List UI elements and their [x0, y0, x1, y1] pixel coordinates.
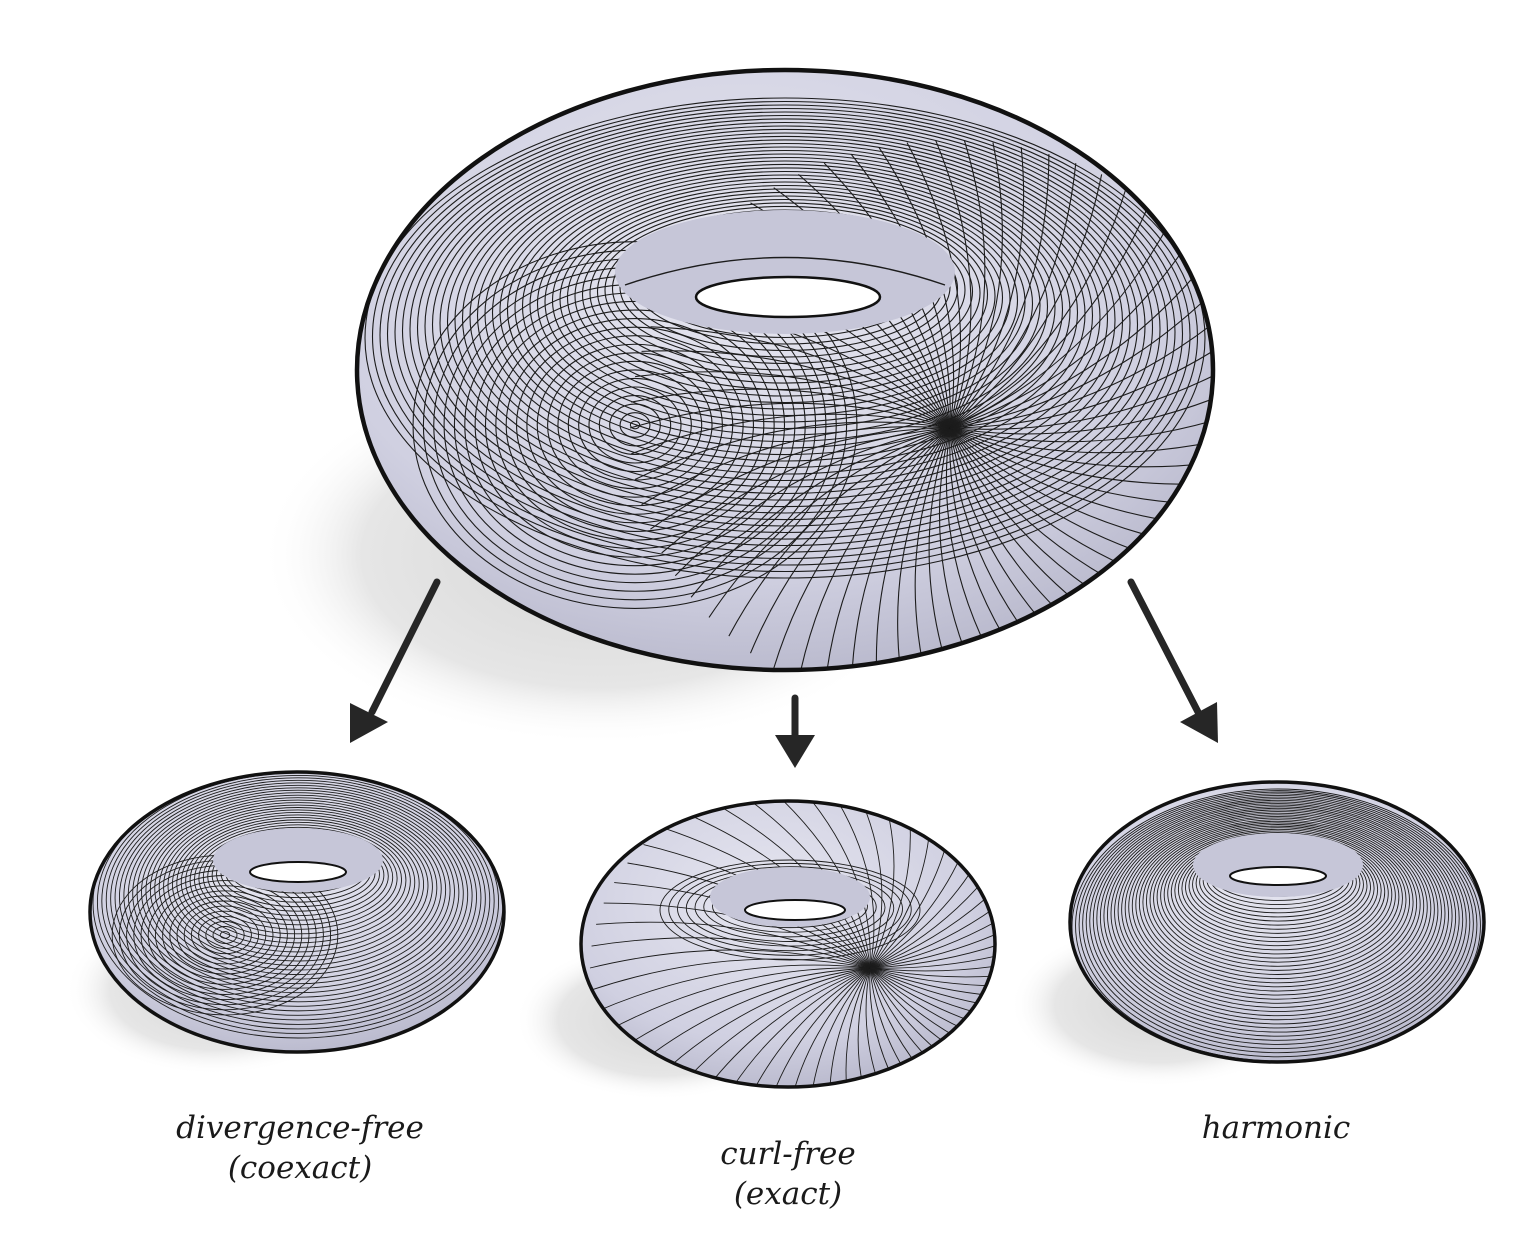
caption-harmonic: harmonic [1096, 1108, 1456, 1148]
caption-divergence-free-line2: (coexact) [227, 1150, 373, 1186]
torus-divergence-free-icon [88, 770, 506, 1054]
caption-curl-free: curl-free (exact) [608, 1134, 968, 1214]
caption-divergence-free: divergence-free (coexact) [120, 1108, 480, 1188]
caption-harmonic-line1: harmonic [1201, 1110, 1351, 1146]
caption-divergence-free-line1: divergence-free [176, 1110, 424, 1146]
torus-harmonic-icon [1068, 780, 1486, 1064]
caption-curl-free-line2: (exact) [733, 1176, 843, 1212]
torus-vector-field-icon [354, 67, 1216, 673]
torus-curl-free-icon [579, 799, 997, 1089]
arrow-down-icon [775, 694, 815, 768]
arrow-down-icon [1127, 578, 1218, 743]
arrows [350, 578, 1218, 768]
caption-curl-free-line1: curl-free [720, 1136, 856, 1172]
arrow-down-icon [350, 578, 441, 743]
